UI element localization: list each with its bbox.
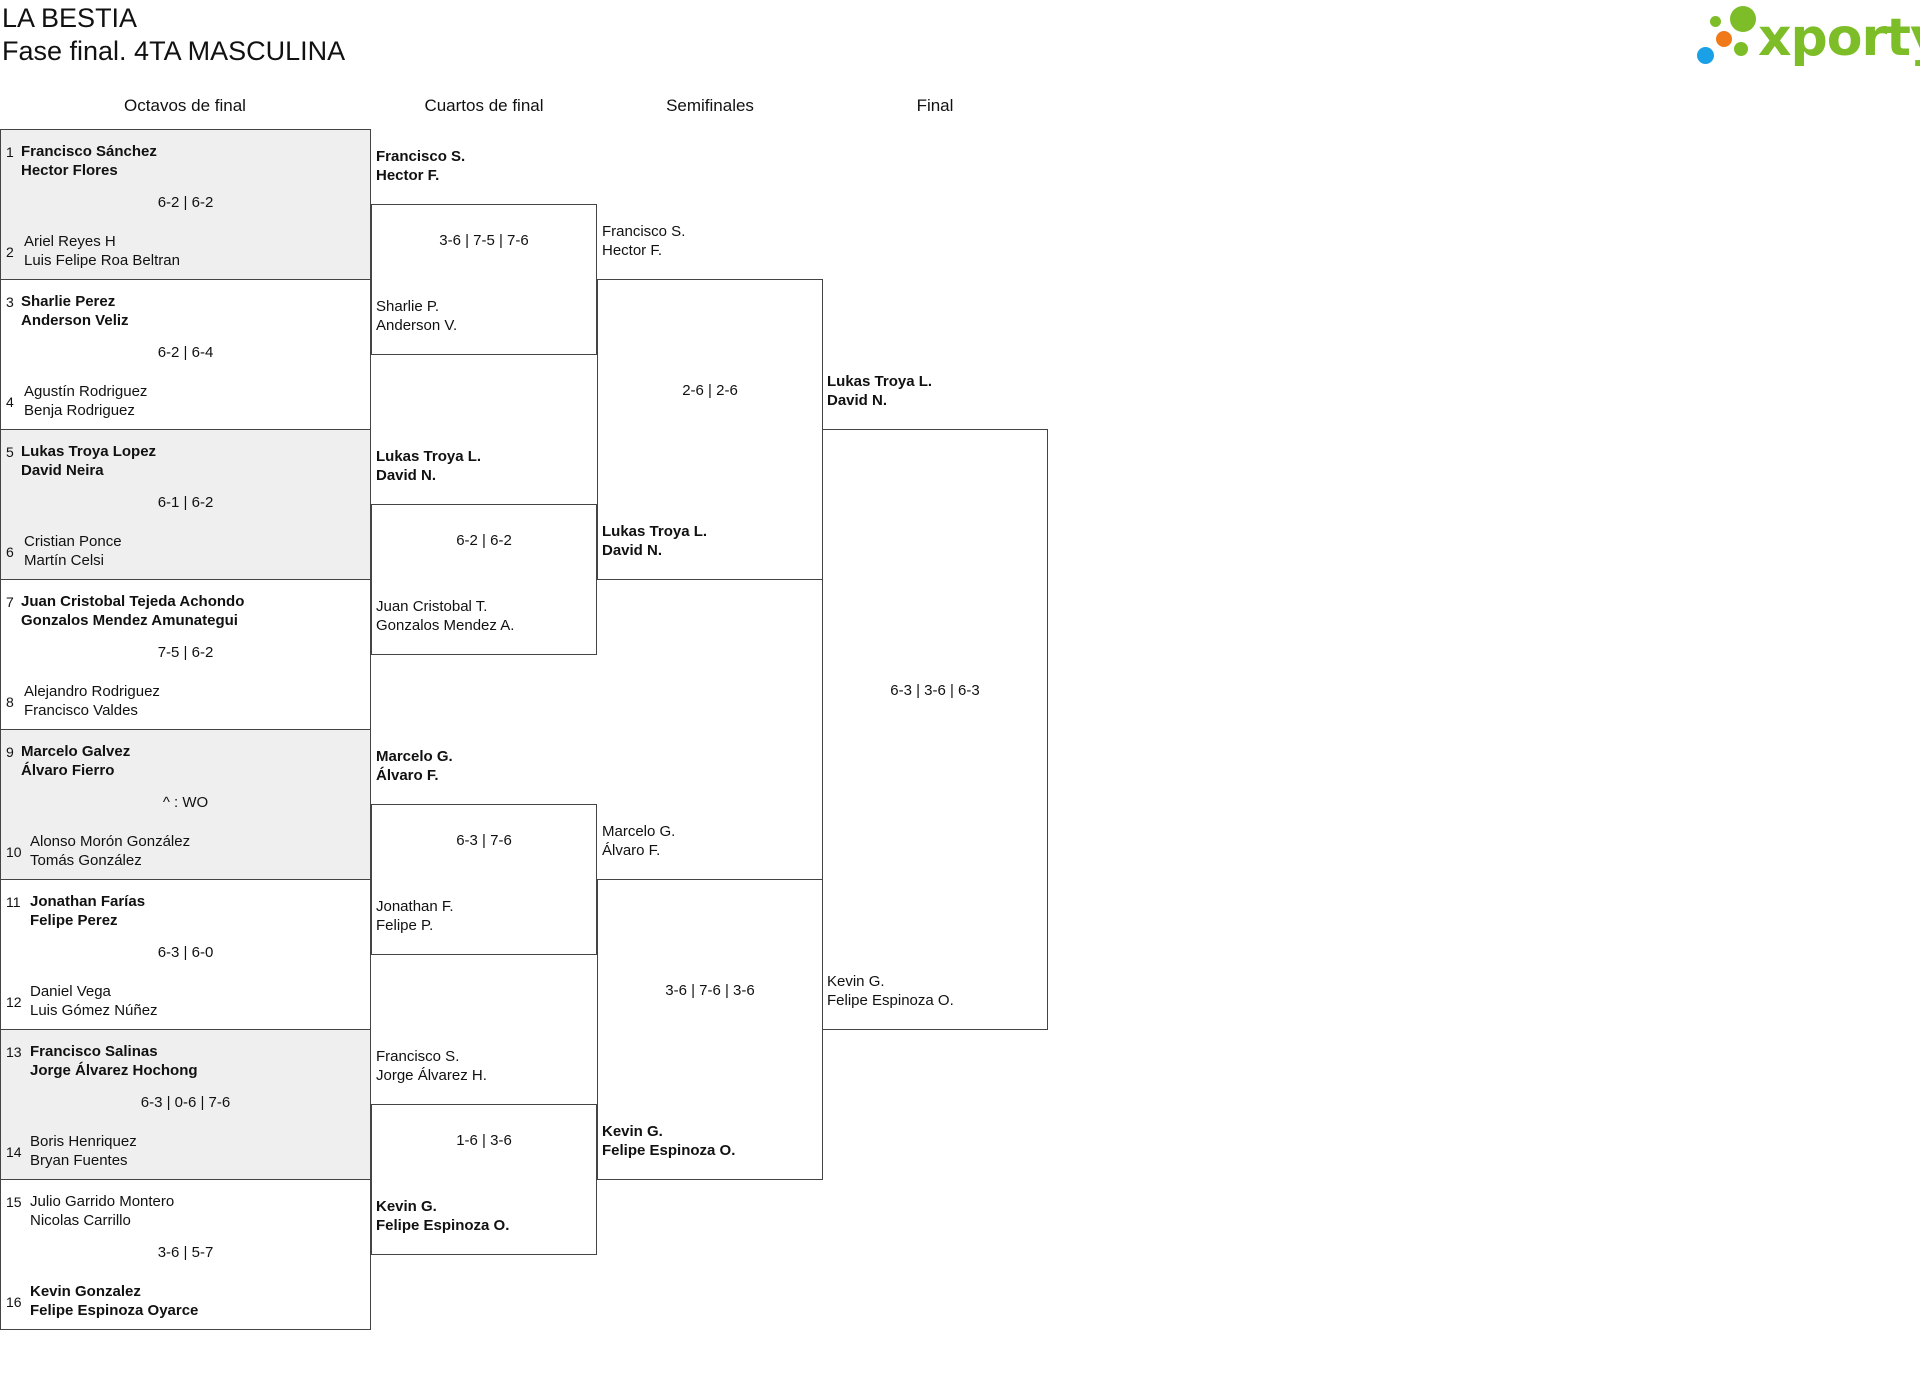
seed-number: 16 [6, 1294, 22, 1310]
match-score: 6-3 | 3-6 | 6-3 [890, 682, 980, 699]
seed-number: 10 [6, 844, 22, 860]
logo-dot-orange-icon [1716, 31, 1732, 47]
team-top: Francisco S.Hector F. [602, 223, 686, 259]
seed-number: 15 [6, 1194, 22, 1210]
xporty-logo: xporty [1694, 6, 1920, 68]
match-box-final [822, 429, 1048, 1030]
logo-dot-blue-icon [1697, 47, 1714, 64]
match-score: 6-3 | 6-0 [157, 944, 214, 961]
seed-number: 5 [6, 444, 14, 460]
logo-dot-green-large-icon [1730, 6, 1756, 32]
seed-number: 11 [6, 894, 21, 910]
team-bottom: Kevin G.Felipe Espinoza O. [602, 1123, 736, 1159]
team-top: Marcelo G.Álvaro F. [376, 748, 453, 784]
round-header-semifinales: Semifinales [666, 96, 754, 115]
match-score: 1-6 | 3-6 [456, 1132, 512, 1149]
seed-number: 2 [6, 244, 14, 260]
match-score: 7-5 | 6-2 [157, 644, 214, 661]
team-top: Lukas Troya L.David N. [827, 373, 933, 409]
team-bottom: Kevin G.Felipe Espinoza O. [376, 1198, 510, 1234]
seed-number: 3 [6, 294, 14, 310]
seed-number: 1 [6, 144, 14, 160]
team-top: Francisco S.Jorge Álvarez H. [376, 1048, 487, 1084]
seed-number: 7 [6, 594, 14, 610]
round-header-cuartos: Cuartos de final [424, 96, 544, 115]
match-score: 6-2 | 6-2 [157, 194, 214, 211]
match-score: 3-6 | 5-7 [157, 1244, 214, 1261]
logo-dot-green-mid-icon [1734, 42, 1748, 56]
match-box-r16 [0, 429, 371, 580]
logo-wordmark: xporty [1758, 8, 1920, 68]
team-bottom: Juan Cristobal T.Gonzalos Mendez A. [376, 598, 515, 634]
match-score: 2-6 | 2-6 [682, 382, 738, 399]
match-box-qf [371, 504, 597, 655]
seed-number: 8 [6, 694, 14, 710]
match-box-r16 [0, 129, 371, 280]
match-box-qf [371, 204, 597, 355]
match-score: 6-2 | 6-4 [157, 344, 214, 361]
match-box-r16 [0, 729, 371, 880]
seed-number: 6 [6, 544, 14, 560]
round-header-final: Final [916, 96, 954, 115]
team-bottom: Sharlie P.Anderson V. [376, 298, 458, 334]
seed-number: 4 [6, 394, 14, 410]
tournament-subtitle: Fase final. 4TA MASCULINA [2, 36, 346, 66]
match-box-qf [371, 804, 597, 955]
round-header-octavos: Octavos de final [124, 96, 246, 115]
team-top: Marcelo G.Álvaro F. [602, 823, 676, 859]
logo-dot-green-small-icon [1710, 16, 1721, 27]
match-score: 3-6 | 7-5 | 7-6 [439, 232, 529, 249]
match-score: 6-1 | 6-2 [157, 494, 214, 511]
match-box-r16 [0, 1029, 371, 1180]
team-bottom: Lukas Troya L.David N. [602, 523, 708, 559]
seed-number: 14 [6, 1144, 22, 1160]
team-bottom: Jonathan F.Felipe P. [376, 898, 454, 934]
match-score: ^ : WO [162, 794, 209, 811]
seed-number: 13 [6, 1044, 22, 1060]
match-score: 3-6 | 7-6 | 3-6 [665, 982, 755, 999]
seed-number: 12 [6, 994, 22, 1010]
match-score: 6-3 | 0-6 | 7-6 [140, 1094, 231, 1111]
team-top: Lukas Troya L.David N. [376, 448, 482, 484]
team-top: Francisco S.Hector F. [376, 148, 466, 184]
match-box-r16 [0, 1179, 371, 1330]
seed-number: 9 [6, 744, 14, 760]
match-box-qf [371, 1104, 597, 1255]
team-bottom: Kevin G.Felipe Espinoza O. [827, 973, 954, 1009]
match-score: 6-2 | 6-2 [456, 532, 512, 549]
match-score: 6-3 | 7-6 [456, 832, 512, 849]
tournament-title: LA BESTIA [2, 3, 138, 33]
